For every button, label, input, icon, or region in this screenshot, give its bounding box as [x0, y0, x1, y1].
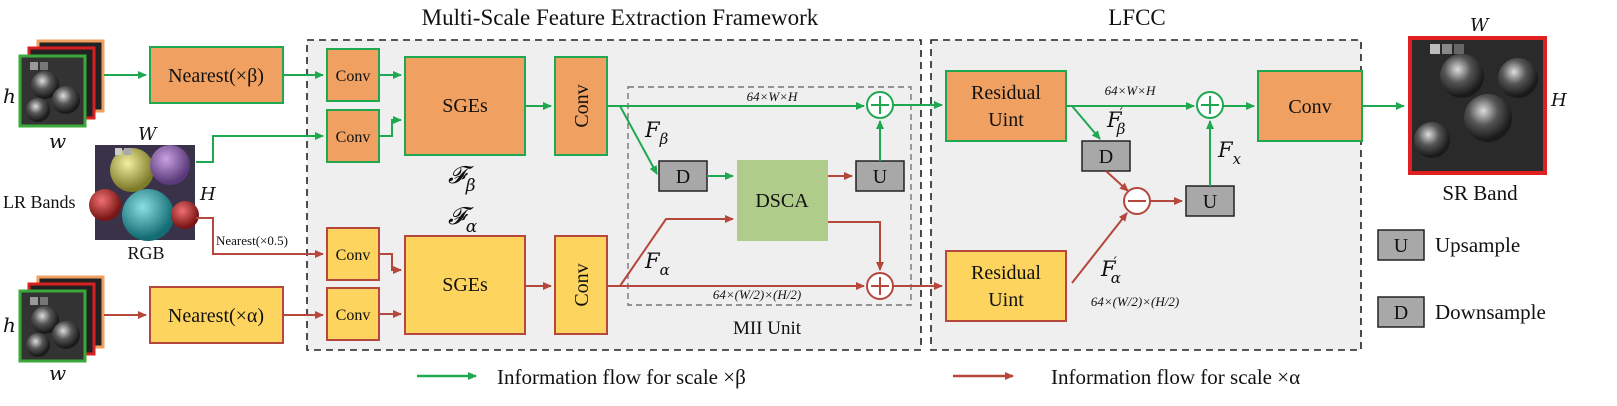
- f-x-label: Fx: [1217, 138, 1242, 168]
- sr-W-label: W: [1470, 15, 1490, 36]
- upsample-block-mii-label: U: [873, 166, 888, 188]
- nearest-alpha-block: [149, 286, 284, 344]
- sges-beta-label: SGEs: [442, 95, 488, 117]
- input-h-label-bottom: h: [3, 313, 16, 337]
- sr-band-image: [1408, 36, 1547, 175]
- f-alpha-prime-label: F′α: [1100, 255, 1121, 287]
- legend-upsample-label: Upsample: [1435, 233, 1520, 257]
- sr-band-label: SR Band: [1442, 181, 1518, 205]
- conv-beta-2-label: Conv: [336, 129, 371, 146]
- input-w-label-top: w: [49, 129, 66, 153]
- lfcc-title: LFCC: [1108, 5, 1166, 30]
- sum-node-lfcc: [1196, 91, 1224, 119]
- conv-alpha-vertical: [554, 235, 608, 335]
- sum-node-alpha-mii: [866, 272, 894, 300]
- dim-half-label-lfcc: 64×(W/2)×(H/2): [1091, 294, 1179, 309]
- f-beta-label: Fβ: [644, 118, 669, 148]
- downsample-block-lfcc-label: D: [1099, 146, 1113, 168]
- legend-alpha-label: Information flow for scale ×α: [1051, 365, 1300, 389]
- residual-unit-alpha-label-1: Residual: [971, 262, 1041, 284]
- input-h-label-top: h: [3, 84, 16, 108]
- legend-upsample-key: [1377, 229, 1425, 261]
- mii-unit-panel: [627, 86, 912, 306]
- dim-full-label-lfcc: 64×W×H: [1105, 83, 1156, 98]
- legend-beta-label: Information flow for scale ×β: [497, 365, 746, 389]
- sr-H-label: H: [1550, 90, 1567, 111]
- conv-beta-1-label: Conv: [336, 68, 371, 85]
- framework-title: Multi-Scale Feature Extraction Framework: [422, 5, 819, 30]
- residual-unit-beta: [945, 70, 1067, 142]
- conv-output-block: [1257, 70, 1363, 142]
- conv-beta-vertical-label: Conv: [571, 84, 593, 127]
- dim-full-label-mii: 64×W×H: [747, 89, 798, 104]
- residual-unit-alpha-label-2: Uint: [988, 289, 1024, 311]
- conv-beta-vertical: [554, 56, 608, 156]
- conv-alpha-vertical-label: Conv: [571, 263, 593, 306]
- legend-upsample-key-label: U: [1394, 235, 1409, 257]
- upsample-block-lfcc-label: U: [1203, 191, 1218, 213]
- legend-downsample-key: [1377, 296, 1425, 328]
- conv-alpha-2-label: Conv: [336, 307, 371, 324]
- f-beta-prime-label: F′β: [1106, 106, 1126, 138]
- sges-alpha-label: SGEs: [442, 274, 488, 296]
- rgb-H-label: H: [199, 184, 216, 205]
- input-w-label-bottom: w: [49, 361, 66, 385]
- lr-bands-label: LR Bands: [3, 192, 76, 212]
- dsca-block: [737, 160, 828, 241]
- downsample-block-mii-label: D: [676, 166, 690, 188]
- conv-beta-1: [326, 48, 380, 102]
- sum-node-beta-mii: [866, 91, 894, 119]
- residual-unit-alpha: [945, 250, 1067, 322]
- mii-unit-label: MII Unit: [733, 318, 802, 339]
- conv-alpha-2: [326, 287, 380, 341]
- upsample-block-lfcc: [1185, 185, 1235, 217]
- nearest-alpha-label: Nearest(×α): [168, 305, 264, 327]
- lr-band-stack-top: [18, 39, 105, 128]
- green-connections: [104, 71, 1405, 186]
- red-connections: [104, 170, 1183, 319]
- conv-alpha-1-label: Conv: [336, 247, 371, 264]
- subtract-node-lfcc: [1123, 187, 1151, 215]
- sges-alpha-block: [404, 235, 526, 335]
- residual-unit-beta-label-2: Uint: [988, 109, 1024, 131]
- conv-output-label: Conv: [1288, 96, 1331, 118]
- nearest-half-label: Nearest(×0.5): [216, 233, 288, 248]
- dsca-label: DSCA: [755, 190, 809, 212]
- residual-unit-beta-label-1: Residual: [971, 82, 1041, 104]
- rgb-W-label: W: [138, 124, 158, 145]
- legend-downsample-key-label: D: [1394, 302, 1408, 324]
- rgb-label: RGB: [127, 243, 164, 263]
- nearest-beta-label: Nearest(×β): [168, 65, 264, 87]
- conv-beta-2: [326, 109, 380, 163]
- dim-half-label-mii: 64×(W/2)×(H/2): [713, 287, 801, 302]
- lr-band-stack-bottom: [18, 275, 105, 363]
- rgb-image: [89, 145, 199, 241]
- upsample-block-mii: [855, 160, 905, 192]
- f-alpha-label: Fα: [644, 249, 670, 279]
- legend-downsample-label: Downsample: [1435, 300, 1546, 324]
- sges-beta-block: [404, 56, 526, 156]
